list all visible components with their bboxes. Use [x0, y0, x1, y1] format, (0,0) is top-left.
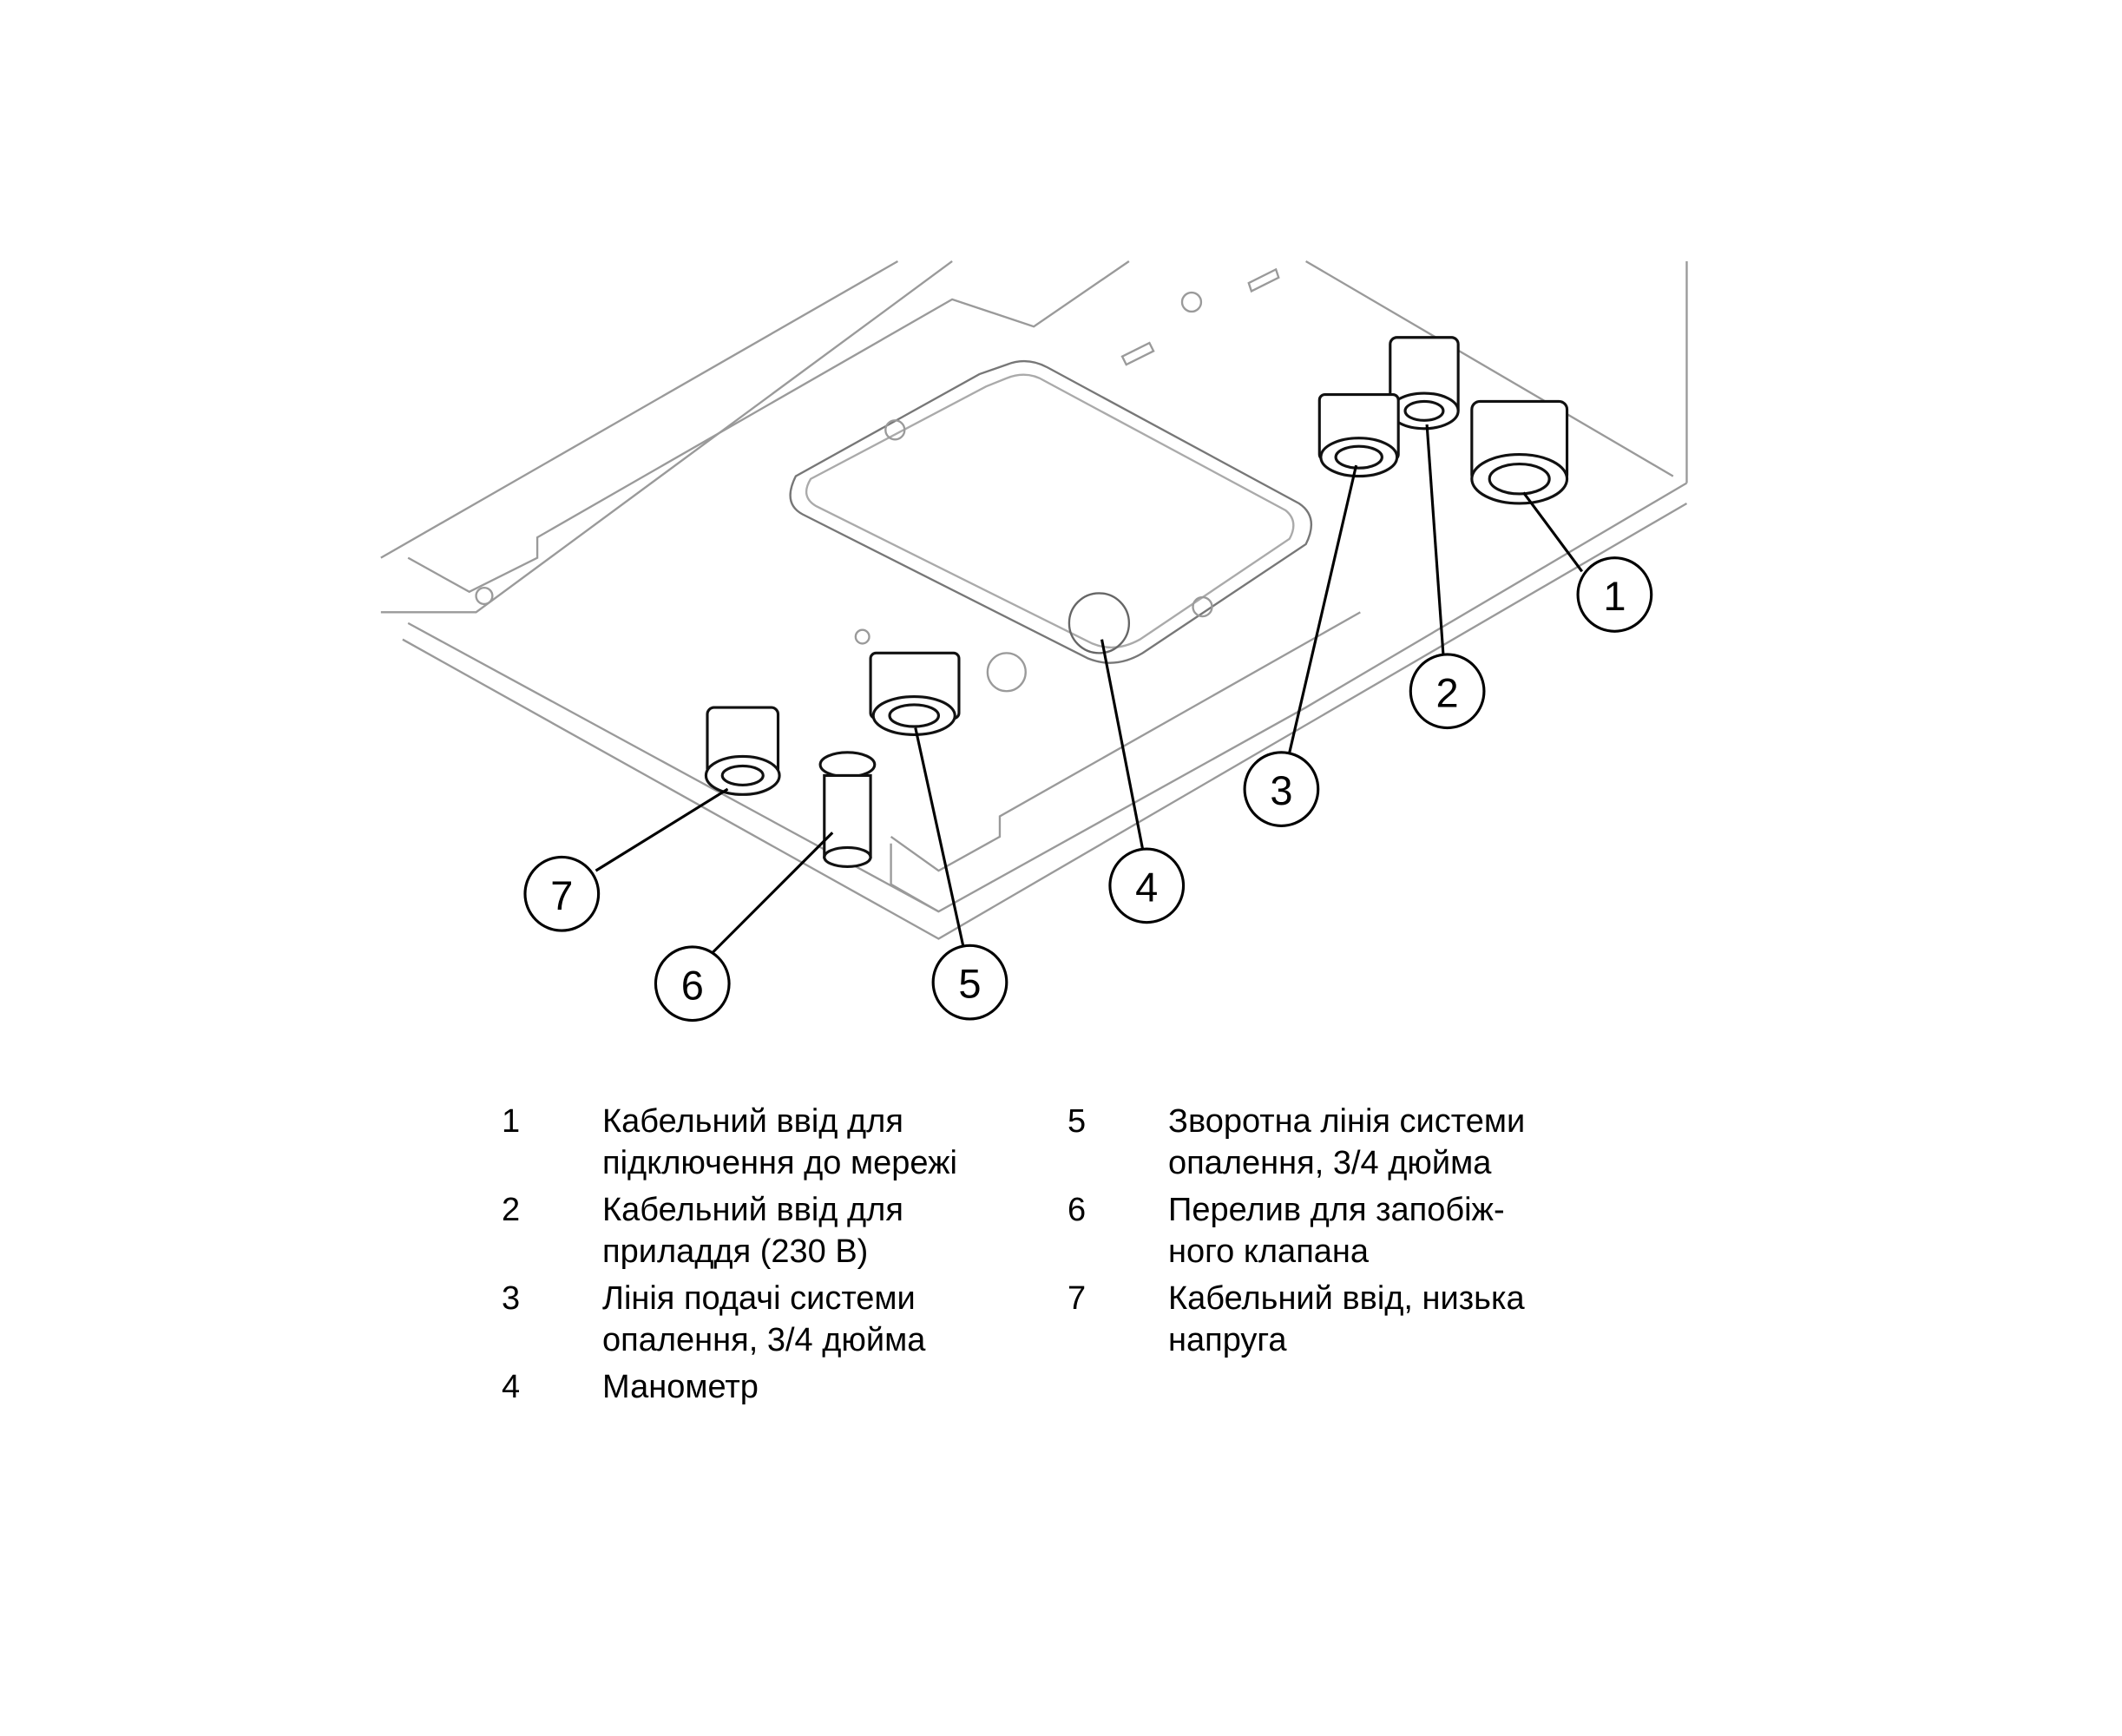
callout-label: 5: [958, 961, 981, 1007]
legend-line: опалення, 3/4 дюйма: [1168, 1145, 1492, 1181]
cable-gland-7: [704, 706, 781, 796]
callouts: 1 2 3 4 5 6 7: [523, 556, 1653, 1023]
callout-label: 7: [550, 872, 573, 918]
flow-pipe-3: [1317, 393, 1400, 478]
legend-line: підключення до мережі: [602, 1145, 957, 1181]
callout-2: 2: [1409, 653, 1486, 730]
overflow-pipe-6: [818, 751, 877, 869]
legend-line: Лінія подачі системи: [602, 1280, 916, 1317]
legend-line: приладдя (230 В): [602, 1233, 869, 1270]
callout-1: 1: [1576, 556, 1653, 633]
boiler-housing: [380, 260, 1688, 940]
leader-lines: [595, 424, 1584, 954]
callout-5: 5: [931, 944, 1008, 1021]
legend-number: 6: [1068, 1192, 1087, 1228]
cable-gland-2: [1389, 336, 1460, 431]
legend-line: ного клапана: [1168, 1233, 1370, 1270]
legend-line: Кабельний ввід, низька: [1168, 1280, 1525, 1317]
callout-label: 4: [1135, 864, 1158, 910]
legend-line: Манометр: [602, 1369, 759, 1405]
cable-gland-1: [1470, 399, 1569, 505]
legend-line: Кабельний ввід для: [602, 1192, 903, 1228]
legend-line: Зворотна лінія системи: [1168, 1103, 1526, 1140]
callout-7: 7: [523, 855, 601, 932]
legend-number: 3: [502, 1280, 521, 1317]
legend-line: опалення, 3/4 дюйма: [602, 1322, 926, 1358]
callout-label: 1: [1603, 573, 1626, 619]
callout-label: 3: [1270, 767, 1292, 813]
callout-label: 6: [681, 962, 704, 1008]
callout-4: 4: [1108, 847, 1186, 924]
legend-number: 4: [502, 1369, 521, 1405]
legend-line: Перелив для запобіж-: [1168, 1192, 1505, 1228]
callout-label: 2: [1436, 669, 1459, 715]
legend-line: напруга: [1168, 1322, 1287, 1358]
return-pipe-5: [869, 651, 961, 736]
legend-number: 7: [1068, 1280, 1087, 1317]
callout-3: 3: [1243, 751, 1320, 827]
callout-6: 6: [654, 945, 731, 1023]
pipe-connections: [704, 336, 1569, 869]
legend-number: 5: [1068, 1103, 1087, 1140]
legend-number: 2: [502, 1192, 521, 1228]
legend-number: 1: [502, 1103, 521, 1140]
legend-line: Кабельний ввід для: [602, 1103, 903, 1140]
